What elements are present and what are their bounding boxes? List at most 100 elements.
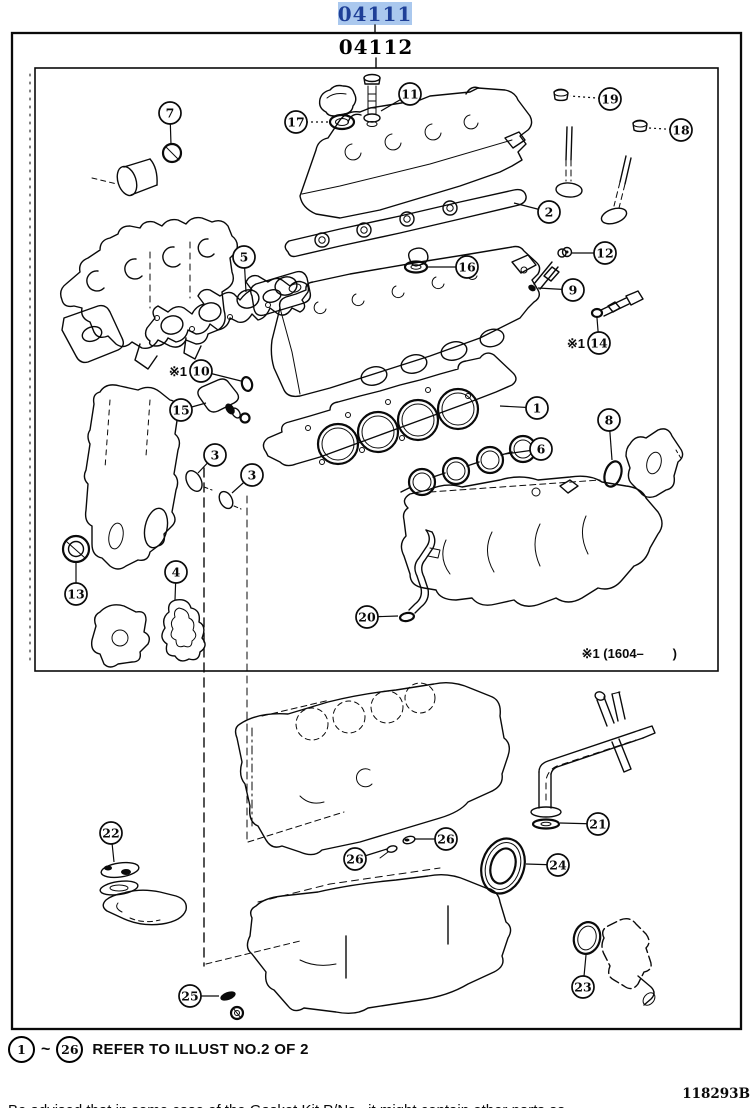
part-head-gasket-1 bbox=[262, 352, 517, 467]
callout-21[interactable]: 21 bbox=[559, 812, 610, 836]
svg-text:25: 25 bbox=[181, 989, 198, 1004]
part-bolt-11 bbox=[363, 73, 381, 127]
callout-5[interactable]: 5 bbox=[232, 245, 256, 293]
doc-code: 118293B bbox=[682, 1086, 750, 1102]
advisory-line-1: Be advised that in some case of the Gask… bbox=[8, 1101, 565, 1108]
callout-23[interactable]: 23 bbox=[571, 954, 595, 999]
part-spark-plug-9 bbox=[528, 248, 567, 292]
part-pump-cover bbox=[90, 604, 151, 668]
part-cam-seal-3a bbox=[185, 470, 213, 492]
part-code-04112-label: 04112 bbox=[338, 35, 414, 59]
callout-19[interactable]: 19 bbox=[569, 87, 622, 111]
callout-3a[interactable]: 3 bbox=[197, 443, 227, 474]
callout-18[interactable]: 18 bbox=[648, 118, 693, 142]
part-plug-26b bbox=[379, 845, 398, 859]
outer-frame bbox=[10, 31, 743, 1031]
svg-text:12: 12 bbox=[596, 246, 613, 261]
part-water-outlet-8 bbox=[603, 428, 684, 499]
svg-text:17: 17 bbox=[287, 115, 304, 130]
svg-text:16: 16 bbox=[458, 260, 476, 275]
callout-7[interactable]: 7 bbox=[158, 101, 182, 146]
part-cam-seal-3b bbox=[218, 490, 242, 510]
svg-text:8: 8 bbox=[605, 413, 614, 428]
svg-text:14: 14 bbox=[590, 336, 608, 351]
part-oring-10 bbox=[240, 376, 254, 392]
part-drain-plug-25 bbox=[220, 991, 245, 1021]
code-connector-lines bbox=[374, 24, 377, 69]
part-cylinder-block bbox=[234, 681, 511, 856]
callout-6[interactable]: 6 bbox=[504, 437, 553, 461]
part-intake-manifold bbox=[400, 475, 663, 607]
part-valve-cover bbox=[299, 86, 533, 219]
callout-16[interactable]: 16 bbox=[428, 255, 479, 279]
part-water-inlet-22 bbox=[99, 861, 187, 926]
callout-11[interactable]: 11 bbox=[380, 82, 422, 112]
legend-tilde: ~ bbox=[41, 1040, 51, 1058]
part-cylinder-head bbox=[270, 245, 541, 398]
part-head-end-flange bbox=[249, 270, 312, 317]
callout-8[interactable]: 8 bbox=[597, 408, 621, 461]
callout-12[interactable]: 12 bbox=[572, 241, 617, 265]
svg-text:3: 3 bbox=[248, 468, 257, 483]
svg-text:2: 2 bbox=[545, 205, 554, 220]
callout-22[interactable]: 22 bbox=[99, 821, 123, 863]
part-plug-26a bbox=[402, 835, 416, 845]
callout-17[interactable]: 17 bbox=[284, 110, 330, 134]
construction-dashed-lines bbox=[203, 467, 345, 967]
callout-3b[interactable]: 3 bbox=[231, 463, 264, 494]
part-seal-23-and-housing bbox=[572, 917, 656, 1006]
callout-26a[interactable]: 26 bbox=[415, 827, 458, 851]
advisory-text: Be advised that in some case of the Gask… bbox=[8, 1061, 565, 1108]
svg-text:11: 11 bbox=[401, 87, 418, 102]
legend-row: 1 ~ 26 REFER TO ILLUST NO.2 OF 2 bbox=[8, 1036, 309, 1063]
part-dipstick-tube-20 bbox=[398, 529, 441, 623]
svg-text:26: 26 bbox=[346, 852, 364, 867]
part-exhaust-manifold bbox=[59, 216, 239, 370]
part-nut-12 bbox=[561, 246, 573, 258]
part-valve-stem-cap-19 bbox=[553, 88, 569, 102]
part-rear-seal-24 bbox=[480, 837, 526, 895]
svg-text:13: 13 bbox=[67, 587, 84, 602]
svg-text:26: 26 bbox=[437, 832, 455, 847]
part-code-04112[interactable]: 04112 bbox=[336, 35, 416, 59]
svg-text:5: 5 bbox=[240, 250, 249, 265]
callout-14[interactable]: 14 ※1 bbox=[567, 317, 611, 355]
callout-24[interactable]: 24 bbox=[525, 853, 570, 877]
part-exhaust-gasket-5 bbox=[144, 274, 310, 347]
part-oil-switch-15 bbox=[197, 378, 251, 424]
callout-20[interactable]: 20 bbox=[355, 605, 399, 629]
part-oil-filler-cap bbox=[318, 84, 357, 117]
callout-25[interactable]: 25 bbox=[178, 984, 219, 1008]
note-10: ※1 bbox=[169, 364, 187, 379]
callout-4[interactable]: 4 bbox=[164, 560, 188, 601]
legend-circle-26: 26 bbox=[56, 1036, 84, 1063]
svg-text:23: 23 bbox=[574, 980, 591, 995]
svg-text:19: 19 bbox=[601, 92, 618, 107]
part-pump-gasket-4 bbox=[161, 598, 206, 662]
part-code-04111[interactable]: 04111 bbox=[337, 1, 413, 26]
inner-note-1604: ※1 (1604– ) bbox=[582, 646, 677, 661]
part-cap-16 bbox=[403, 247, 429, 274]
part-intake-gasket-6 bbox=[400, 434, 544, 497]
callout-15[interactable]: 15 bbox=[169, 398, 207, 422]
svg-text:22: 22 bbox=[102, 826, 119, 841]
callout-10[interactable]: 10 ※1 bbox=[169, 359, 242, 383]
part-sensor-14 bbox=[590, 290, 644, 319]
callout-26b[interactable]: 26 bbox=[343, 847, 388, 871]
part-oil-pipe-21 bbox=[530, 691, 656, 830]
part-valves bbox=[555, 126, 632, 225]
callout-9[interactable]: 9 bbox=[537, 278, 585, 302]
svg-text:21: 21 bbox=[589, 817, 606, 832]
callout-2[interactable]: 2 bbox=[513, 200, 561, 224]
svg-text:20: 20 bbox=[358, 610, 376, 625]
part-code-04111-label: 04111 bbox=[337, 1, 413, 26]
callout-1[interactable]: 1 bbox=[499, 396, 549, 420]
note-14: ※1 bbox=[567, 336, 585, 351]
svg-text:6: 6 bbox=[537, 442, 546, 457]
part-valve-cover-gasket-2 bbox=[284, 188, 527, 258]
callout-13[interactable]: 13 bbox=[64, 563, 88, 606]
svg-text:10: 10 bbox=[192, 364, 210, 379]
part-oil-pan bbox=[246, 867, 512, 1015]
svg-text:24: 24 bbox=[549, 858, 567, 873]
